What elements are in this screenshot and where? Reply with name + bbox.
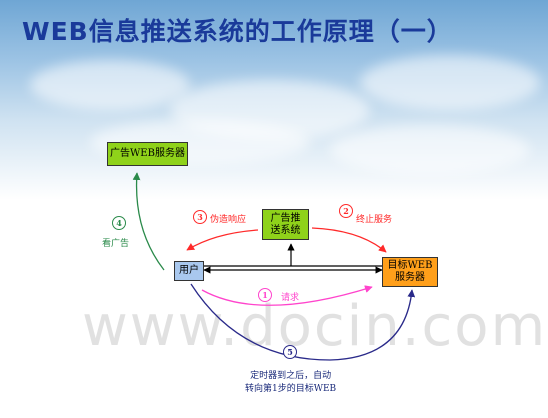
step-3-circle: 3: [193, 210, 207, 224]
step-4-circle: 4: [112, 216, 126, 230]
step-1-circle: 1: [258, 288, 272, 302]
step3-arrow: [186, 229, 259, 251]
page-title: WEB信息推送系统的工作原理（一）: [22, 17, 453, 46]
step2-arrow: [311, 227, 387, 253]
step1-arrow: [201, 285, 373, 306]
step5-arrow: [190, 283, 416, 361]
ad-web-server-node: 广告WEB服务器: [107, 142, 188, 166]
ad-web-server-label: 广告WEB服务器: [110, 148, 185, 159]
ad-push-system-label: 广告推送系统: [270, 212, 301, 236]
user-label: 用户: [179, 265, 199, 276]
ad-push-system-node: 广告推送系统: [262, 209, 309, 240]
step-3-label: 伪造响应: [210, 215, 247, 225]
step4-arrow: [132, 172, 165, 271]
user-node: 用户: [174, 261, 204, 281]
step-4-label: 看广告: [102, 239, 130, 249]
step-5-circle: 5: [283, 345, 297, 359]
step-1-label: 请求: [281, 293, 300, 303]
step-2-circle: 2: [339, 204, 353, 218]
watermark: www.docin.com: [82, 294, 548, 359]
step-2-label: 终止服务: [356, 215, 393, 225]
step-5-note: 定时器到之后，自动转向第1步的目标WEB: [245, 371, 337, 394]
